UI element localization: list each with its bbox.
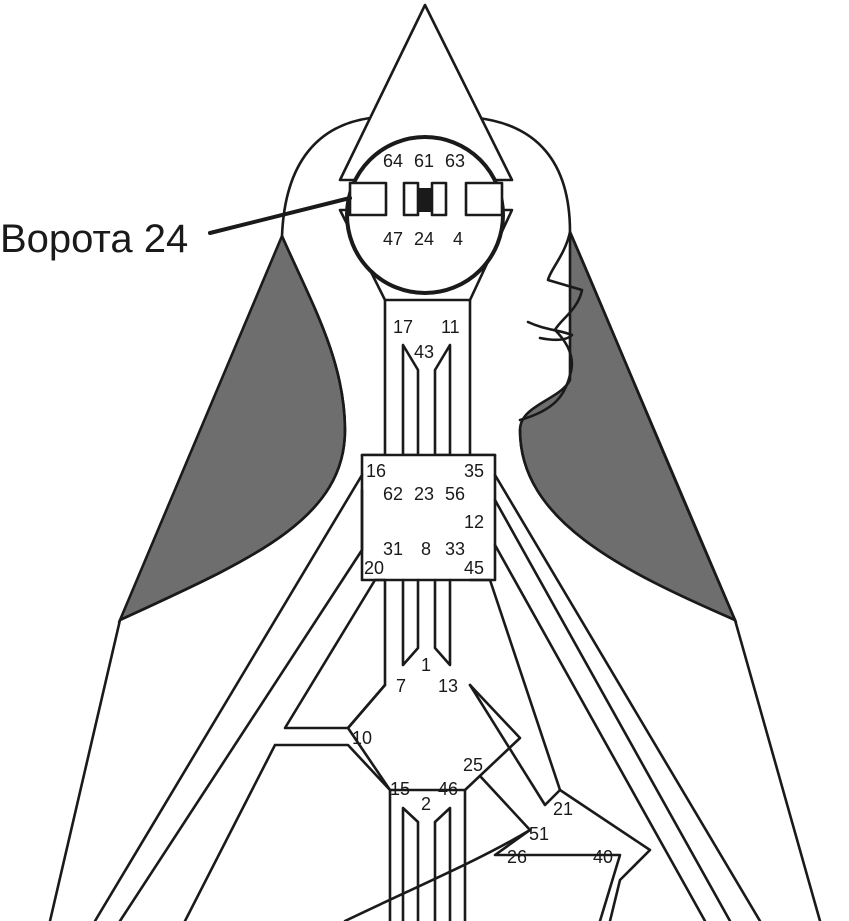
callout-pointer-line bbox=[208, 196, 352, 235]
channel-15-2 bbox=[401, 806, 420, 921]
gate-box-center-left bbox=[402, 181, 420, 217]
gate-43: 43 bbox=[414, 342, 434, 362]
channel-13-right bbox=[433, 578, 452, 667]
gate-7: 7 bbox=[396, 676, 406, 696]
gate-11: 11 bbox=[441, 317, 460, 337]
right-shade-panel bbox=[518, 231, 738, 623]
channel-20-10 bbox=[283, 578, 387, 730]
gate-47: 47 bbox=[383, 229, 403, 249]
gate-1: 1 bbox=[421, 655, 431, 675]
channel-46-2 bbox=[433, 806, 452, 921]
gate-16: 16 bbox=[366, 461, 386, 481]
arm-right-inner-1 bbox=[493, 498, 732, 921]
gate-64: 64 bbox=[383, 151, 403, 171]
gate-24: 24 bbox=[414, 229, 434, 249]
gate-35: 35 bbox=[464, 461, 484, 481]
gate-25: 25 bbox=[463, 755, 483, 775]
arm-left-inner bbox=[118, 488, 364, 921]
callout-label: Ворота 24 bbox=[0, 217, 188, 261]
gate-63: 63 bbox=[445, 151, 465, 171]
gate-61: 61 bbox=[414, 151, 434, 171]
g-center-diamond bbox=[346, 683, 522, 792]
gate-12: 12 bbox=[464, 512, 484, 532]
gate-45: 45 bbox=[464, 558, 484, 578]
gate-24-marker bbox=[418, 188, 432, 212]
gate-31: 31 bbox=[383, 539, 403, 559]
gate-21: 21 bbox=[553, 799, 573, 819]
gate-17: 17 bbox=[393, 317, 413, 337]
gate-51: 51 bbox=[529, 824, 549, 844]
gate-10: 10 bbox=[352, 728, 372, 748]
arm-right-outer bbox=[493, 473, 762, 921]
gate-40: 40 bbox=[593, 847, 613, 867]
gate-box-right bbox=[464, 181, 504, 217]
shoulder-curve-right bbox=[518, 428, 737, 622]
arm-right-inner-2 bbox=[493, 543, 707, 921]
gate-33: 33 bbox=[445, 539, 465, 559]
channel-11-right bbox=[433, 343, 452, 457]
gate-4: 4 bbox=[453, 229, 463, 249]
arm-left-outer bbox=[93, 473, 364, 921]
gate-56: 56 bbox=[445, 484, 465, 504]
gate-13: 13 bbox=[438, 676, 458, 696]
neck-outline bbox=[360, 298, 497, 457]
left-shade-panel bbox=[117, 232, 347, 623]
channel-26-sweep bbox=[343, 828, 532, 921]
gate-8: 8 bbox=[421, 539, 431, 559]
gate-2: 2 bbox=[421, 794, 431, 814]
gate-20: 20 bbox=[364, 558, 384, 578]
gate-46: 46 bbox=[438, 779, 458, 799]
gate-26: 26 bbox=[507, 847, 527, 867]
channel-7-left bbox=[401, 578, 420, 667]
mouth-line bbox=[526, 320, 574, 342]
gate-box-left bbox=[348, 181, 388, 217]
gate-62: 62 bbox=[383, 484, 403, 504]
body-outline-left bbox=[48, 116, 372, 921]
gate-23: 23 bbox=[414, 484, 434, 504]
gate-15: 15 bbox=[390, 779, 410, 799]
gate-box-center-right bbox=[430, 181, 448, 217]
heart-ego-triangle bbox=[463, 774, 652, 921]
channel-10-34 bbox=[183, 743, 392, 921]
